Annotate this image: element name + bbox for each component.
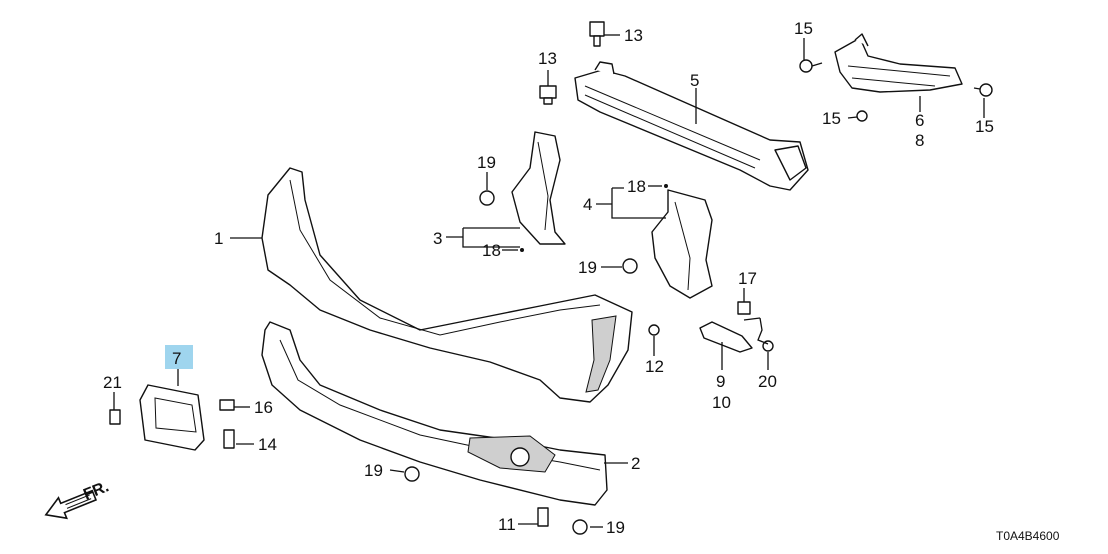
fastener-11 <box>537 507 549 527</box>
fastener-19-c <box>404 466 420 482</box>
fastener-16 <box>219 399 235 411</box>
fastener-12 <box>648 324 660 336</box>
callout-5: 5 <box>690 71 699 90</box>
side-spacer-left <box>511 131 566 245</box>
fastener-15-c <box>973 83 993 97</box>
fastener-19-a <box>479 190 495 206</box>
license-plate-base <box>139 384 205 451</box>
fastener-19-d <box>572 519 588 535</box>
callout-17: 17 <box>738 269 757 288</box>
highlight-box <box>165 345 193 369</box>
fastener-13-left <box>539 85 557 105</box>
fastener-18-a <box>664 184 668 188</box>
callout-7: 7 <box>172 349 181 368</box>
diagram-code: T0A4B4600 <box>996 529 1060 543</box>
callout-4: 4 <box>583 195 592 214</box>
callout-18-a: 18 <box>627 177 646 196</box>
callout-19-c: 19 <box>364 461 383 480</box>
callout-19-b: 19 <box>578 258 597 277</box>
front-arrow-icon <box>44 489 98 520</box>
bumper-beam <box>574 61 809 191</box>
callout-9: 9 <box>716 372 725 391</box>
callout-15-c: 15 <box>975 117 994 136</box>
callout-14: 14 <box>258 435 277 454</box>
callout-20: 20 <box>758 372 777 391</box>
direction-label: FR. <box>81 478 111 503</box>
callout-13-top: 13 <box>624 26 643 45</box>
callout-3: 3 <box>433 229 442 248</box>
fastener-17 <box>737 301 751 315</box>
leader-lines <box>113 34 985 528</box>
fastener-15-b <box>856 110 868 122</box>
fastener-19-b <box>622 258 638 274</box>
callout-10: 10 <box>712 393 731 412</box>
side-spacer-right <box>651 189 713 299</box>
fastener-18-b <box>520 248 524 252</box>
callout-15-b: 15 <box>822 109 841 128</box>
callout-21: 21 <box>103 373 122 392</box>
bumper-bracket <box>834 33 963 93</box>
callout-19-a: 19 <box>477 153 496 172</box>
fastener-15-a <box>799 59 823 73</box>
callout-13-left: 13 <box>538 49 557 68</box>
callout-2: 2 <box>631 454 640 473</box>
callout-18-b: 18 <box>482 241 501 260</box>
callout-6: 6 <box>915 111 924 130</box>
fastener-14 <box>223 429 235 449</box>
fastener-13-top <box>589 21 605 47</box>
small-bracket <box>699 321 753 353</box>
callout-8: 8 <box>915 131 924 150</box>
bumper-lower <box>261 321 608 506</box>
fastener-21 <box>109 409 121 425</box>
callout-19-d: 19 <box>606 518 625 537</box>
callout-16: 16 <box>254 398 273 417</box>
callout-15-a: 15 <box>794 19 813 38</box>
callout-12: 12 <box>645 357 664 376</box>
callout-1: 1 <box>214 229 223 248</box>
callout-11: 11 <box>498 515 516 534</box>
bumper-face-upper <box>261 167 633 403</box>
